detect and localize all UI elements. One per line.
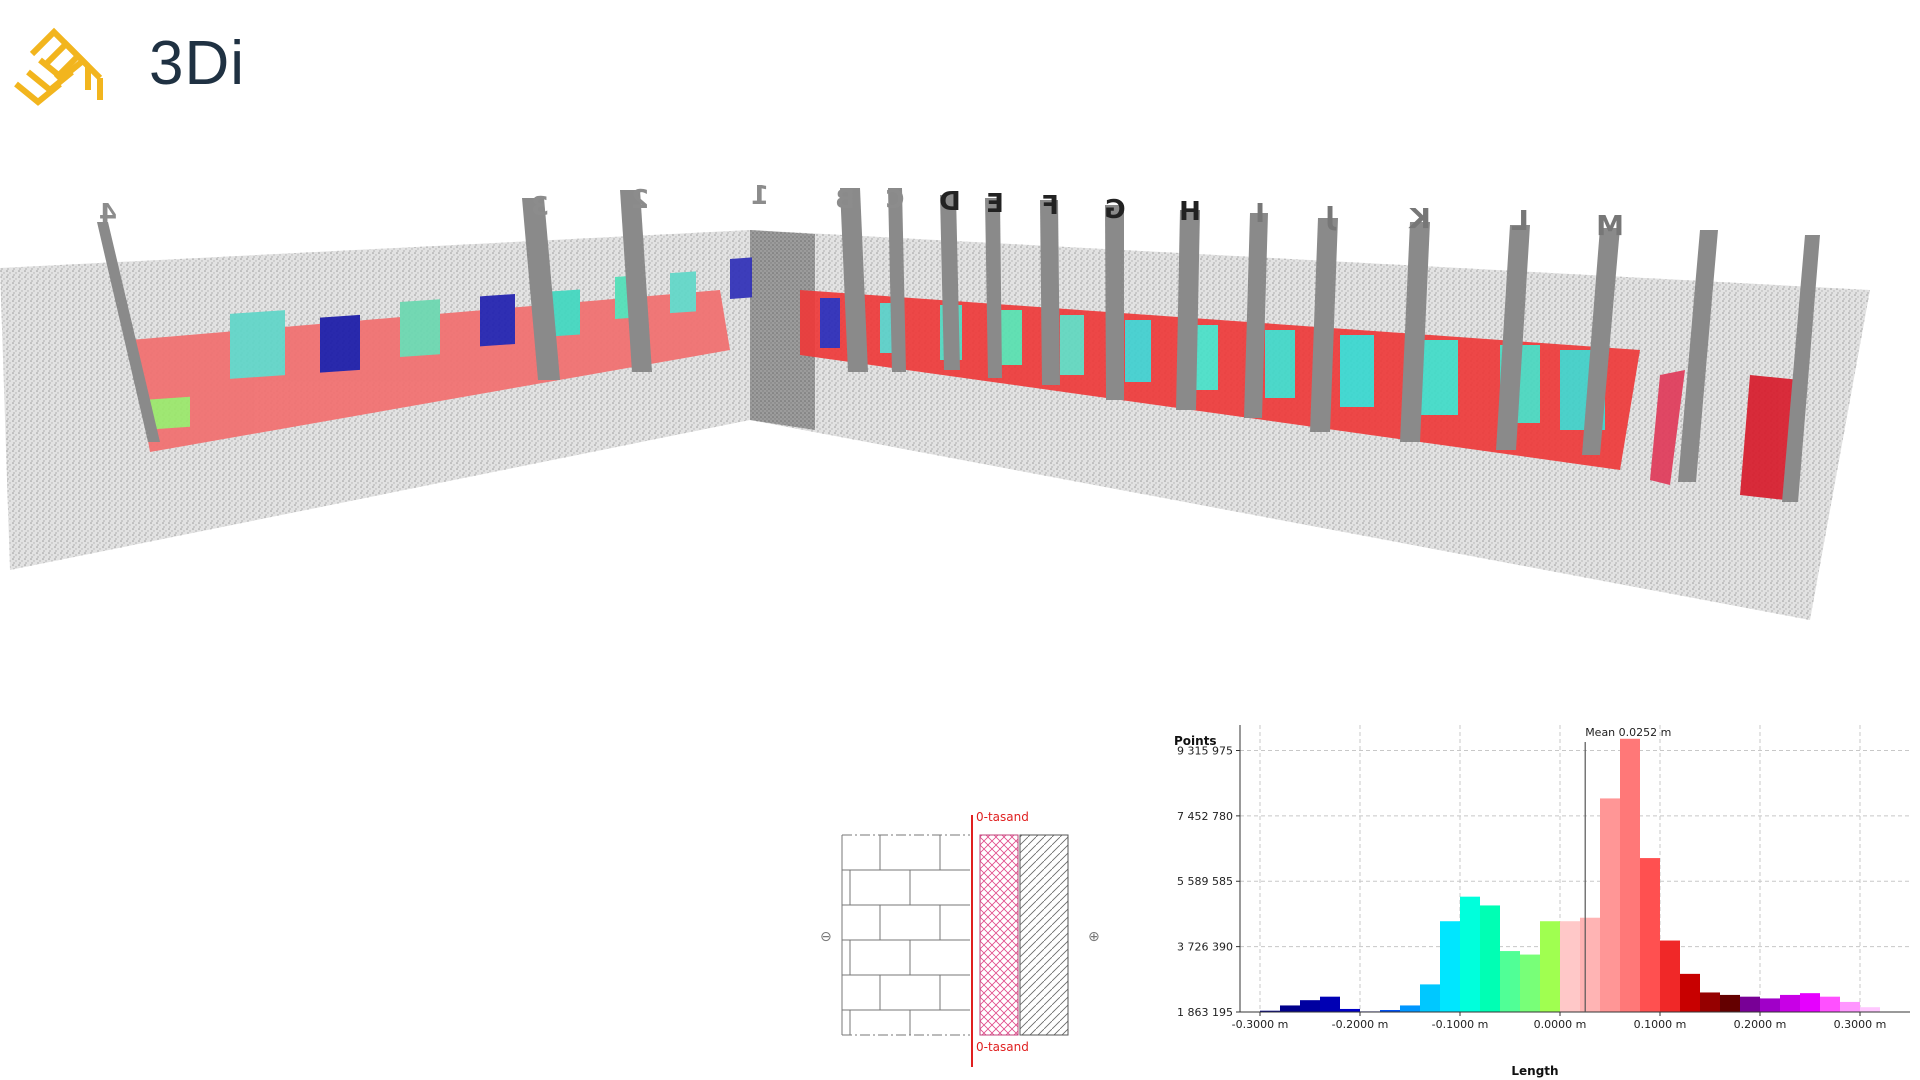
histogram-bar	[1720, 994, 1740, 1012]
zero-plane-bottom-label: 0-tasand	[976, 1040, 1029, 1054]
y-tick-label: 9 315 975	[1177, 744, 1233, 757]
brand-logo: 3Di	[14, 14, 314, 114]
grid-label-J: J	[1325, 202, 1337, 232]
grid-label-E: E	[986, 189, 1004, 219]
histogram-bar	[1480, 905, 1500, 1012]
histogram-bar	[1740, 996, 1760, 1012]
grid-label-D: D	[939, 187, 961, 217]
histogram-bar	[1400, 1005, 1420, 1012]
x-tick-label: 0.2000 m	[1734, 1018, 1787, 1031]
histogram-bar	[1760, 998, 1780, 1012]
brick-wall	[841, 834, 970, 1036]
chart-bars	[1260, 738, 1880, 1012]
histogram-bar	[1820, 996, 1840, 1012]
histogram-bar	[1860, 1007, 1880, 1012]
histogram-bar	[1500, 951, 1520, 1012]
histogram-bar	[1440, 921, 1460, 1012]
corner-column	[750, 230, 815, 430]
y-tick-label: 7 452 780	[1177, 810, 1233, 823]
histogram-bar	[1660, 940, 1680, 1012]
deviation-overlay-right	[800, 290, 1800, 500]
y-tick-label: 1 863 195	[1177, 1006, 1233, 1019]
zero-plane-top-label: 0-tasand	[976, 810, 1029, 824]
grid-label-1: 1	[751, 181, 769, 211]
grid-label-F: F	[1041, 191, 1059, 221]
cladding-layer	[1019, 834, 1069, 1036]
grid-label-H: H	[1179, 197, 1201, 227]
histogram-bar	[1540, 921, 1560, 1012]
histogram-bar	[1600, 798, 1620, 1012]
y-axis-label: Points	[1174, 734, 1217, 748]
x-tick-label: -0.1000 m	[1432, 1018, 1489, 1031]
histogram-bar	[1320, 996, 1340, 1012]
y-tick-label: 5 589 585	[1177, 875, 1233, 888]
histogram-bar	[1280, 1005, 1300, 1012]
histogram-bar	[1340, 1008, 1360, 1012]
x-tick-label: 0.1000 m	[1634, 1018, 1687, 1031]
x-tick-label: 0.3000 m	[1834, 1018, 1887, 1031]
histogram-bar	[1780, 994, 1800, 1012]
grid-label-K: K	[1408, 202, 1431, 235]
histogram-bar	[1300, 1000, 1320, 1012]
histogram-bar	[1380, 1010, 1400, 1012]
histogram-bar	[1420, 984, 1440, 1012]
grid-label-I: I	[1255, 199, 1265, 229]
mean-label: Mean 0.0252 m	[1585, 726, 1671, 739]
histogram-bar	[1460, 896, 1480, 1012]
insulation-layer	[979, 834, 1019, 1036]
x-tick-label: -0.3000 m	[1232, 1018, 1289, 1031]
deviation-histogram: 1 863 195 3 726 390 5 589 585 7 452 780 9 31…	[1174, 725, 1910, 1078]
grid-label-G: G	[1104, 195, 1125, 225]
grid-label-3: 3	[531, 192, 549, 222]
histogram-bar	[1800, 993, 1820, 1012]
grid-columns	[97, 188, 1820, 502]
histogram-bar	[1520, 954, 1540, 1012]
wall-detail-diagram: 0-tasand 0-tasand ⊖ ⊕	[820, 810, 1100, 1067]
chart-axes: 1 863 195 3 726 390 5 589 585 7 452 780 9 31…	[1177, 725, 1910, 1031]
grid-label-4: 4	[99, 199, 117, 229]
histogram-bar	[1680, 973, 1700, 1012]
x-tick-label: 0.0000 m	[1534, 1018, 1587, 1031]
grid-label-L: L	[1511, 204, 1529, 237]
grid-label-2: 2	[631, 185, 649, 215]
histogram-bar	[1580, 917, 1600, 1012]
minus-side-icon: ⊖	[820, 929, 832, 945]
grid-label-M: M	[1596, 209, 1624, 242]
plus-side-icon: ⊕	[1088, 929, 1100, 945]
brand-name: 3Di	[149, 29, 246, 98]
deviation-overlay-left	[130, 257, 752, 452]
histogram-bar	[1560, 921, 1580, 1012]
histogram-bar	[1260, 1010, 1280, 1012]
histogram-bar	[1840, 1001, 1860, 1012]
histogram-bar	[1640, 858, 1660, 1012]
logo-icon	[14, 27, 103, 106]
x-tick-label: -0.2000 m	[1332, 1018, 1389, 1031]
y-tick-label: 3 726 390	[1177, 941, 1233, 954]
grid-label-B: B	[835, 185, 855, 215]
histogram-bar	[1620, 738, 1640, 1012]
histogram-bar	[1700, 992, 1720, 1012]
grid-label-C: C	[885, 185, 904, 215]
x-axis-label: Length	[1511, 1064, 1558, 1078]
